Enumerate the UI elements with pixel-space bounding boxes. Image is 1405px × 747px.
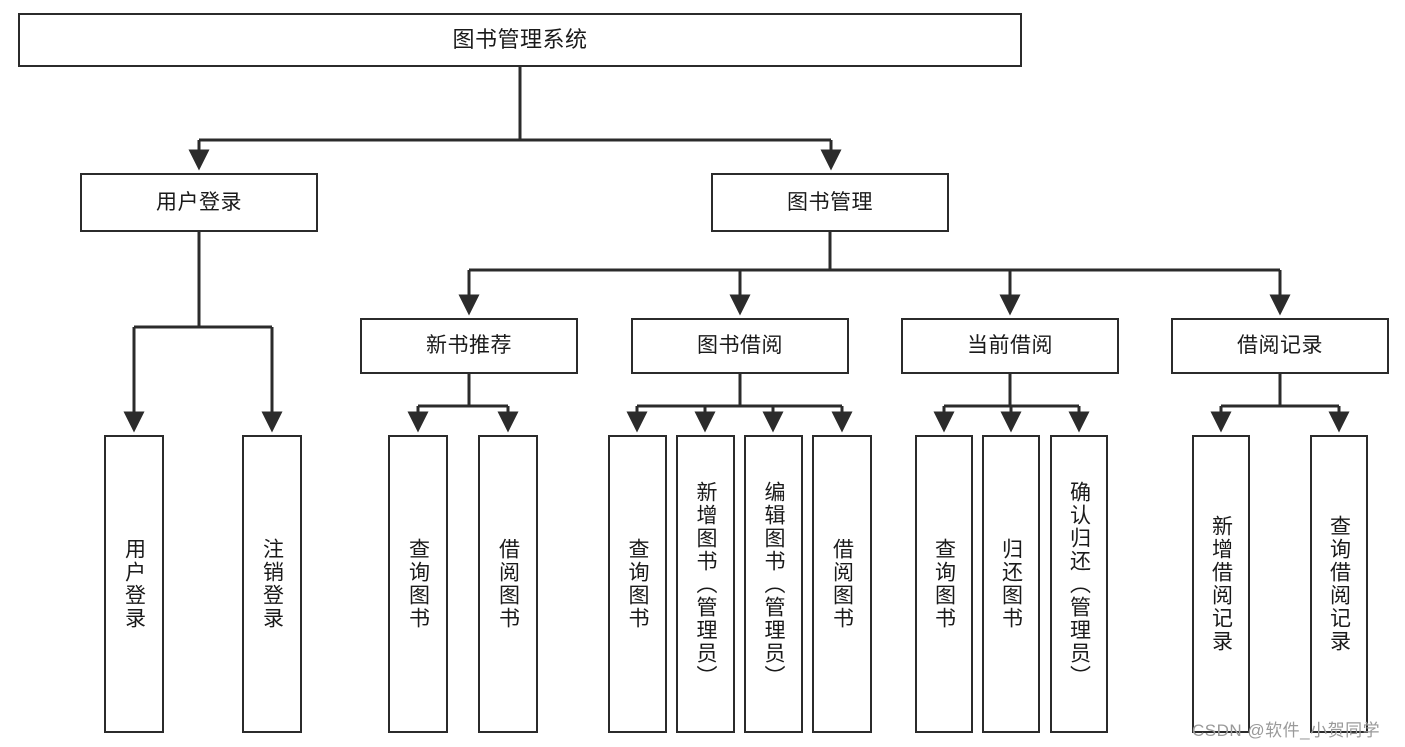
node-leaf-user-login-label: 用户登录 — [122, 538, 146, 630]
node-leaf-borrow-book[interactable]: 借阅图书 — [812, 435, 872, 733]
node-leaf-query-borrow-record[interactable]: 查询借阅记录 — [1310, 435, 1368, 733]
node-user-login-label: 用户登录 — [156, 190, 242, 214]
node-leaf-add-borrow-record-label: 新增借阅记录 — [1209, 515, 1233, 653]
node-leaf-borrow-book-rec[interactable]: 借阅图书 — [478, 435, 538, 733]
node-leaf-return-book[interactable]: 归还图书 — [982, 435, 1040, 733]
node-leaf-logout-login-label: 注销登录 — [260, 538, 284, 630]
node-book-manage-label: 图书管理 — [787, 190, 873, 214]
node-book-borrow-label: 图书借阅 — [697, 334, 783, 358]
node-leaf-confirm-return-admin-label: 确认归还（管理员） — [1067, 480, 1091, 688]
node-leaf-borrow-book-rec-label: 借阅图书 — [496, 538, 520, 630]
node-book-manage[interactable]: 图书管理 — [711, 173, 949, 232]
node-leaf-add-book-admin-label: 新增图书（管理员） — [694, 480, 717, 688]
node-book-borrow[interactable]: 图书借阅 — [631, 318, 849, 374]
node-root-label: 图书管理系统 — [452, 26, 588, 52]
node-borrow-record[interactable]: 借阅记录 — [1171, 318, 1389, 374]
node-leaf-logout-login[interactable]: 注销登录 — [242, 435, 302, 733]
node-leaf-edit-book-admin[interactable]: 编辑图书（管理员） — [744, 435, 803, 733]
node-leaf-query-book-rec[interactable]: 查询图书 — [388, 435, 448, 733]
node-leaf-user-login[interactable]: 用户登录 — [104, 435, 164, 733]
node-leaf-add-book-admin[interactable]: 新增图书（管理员） — [676, 435, 735, 733]
node-leaf-borrow-book-label: 借阅图书 — [830, 538, 854, 630]
node-leaf-query-book-rec-label: 查询图书 — [406, 538, 430, 630]
node-leaf-confirm-return-admin[interactable]: 确认归还（管理员） — [1050, 435, 1108, 733]
node-leaf-edit-book-admin-label: 编辑图书（管理员） — [762, 480, 785, 688]
csdn-watermark: CSDN @软件_小贺同学 — [1192, 721, 1381, 740]
node-leaf-query-book-borrow-label: 查询图书 — [626, 538, 649, 630]
node-current-borrow-label: 当前借阅 — [967, 334, 1053, 358]
node-user-login[interactable]: 用户登录 — [80, 173, 318, 232]
node-new-book-recommend[interactable]: 新书推荐 — [360, 318, 578, 374]
node-leaf-query-book-borrow[interactable]: 查询图书 — [608, 435, 667, 733]
node-current-borrow[interactable]: 当前借阅 — [901, 318, 1119, 374]
node-leaf-add-borrow-record[interactable]: 新增借阅记录 — [1192, 435, 1250, 733]
node-leaf-query-borrow-record-label: 查询借阅记录 — [1327, 515, 1351, 653]
node-leaf-return-book-label: 归还图书 — [999, 538, 1023, 630]
node-root[interactable]: 图书管理系统 — [18, 13, 1022, 67]
node-borrow-record-label: 借阅记录 — [1237, 334, 1323, 358]
node-leaf-query-book-cur-label: 查询图书 — [932, 538, 956, 630]
node-leaf-query-book-cur[interactable]: 查询图书 — [915, 435, 973, 733]
node-new-book-recommend-label: 新书推荐 — [426, 334, 512, 358]
